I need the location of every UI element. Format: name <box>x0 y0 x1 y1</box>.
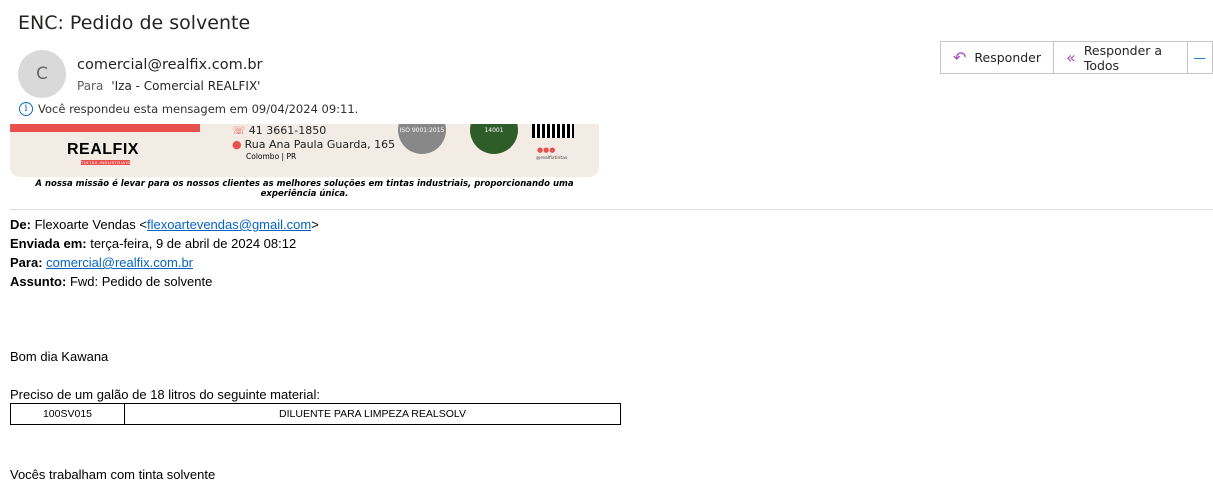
phone-icon: ☏ <box>232 124 246 137</box>
to-label: Para <box>77 79 104 93</box>
sent-value: terça-feira, 9 de abril de 2024 08:12 <box>90 236 297 251</box>
reply-icon: ↶ <box>953 48 967 67</box>
fwd-sent: Enviada em: terça-feira, 9 de abril de 2… <box>10 236 296 251</box>
realfix-logo: REALFIX TINTAS INDUSTRIAIS <box>67 141 144 165</box>
address-text: Rua Ana Paula Guarda, 165 <box>244 138 396 151</box>
social-icons: ●●● <box>537 146 556 154</box>
phone-text: 41 3661-1850 <box>248 124 327 137</box>
to-email-link[interactable]: comercial@realfix.com.br <box>46 255 193 270</box>
question-text: Vocês trabalham com tinta solvente <box>10 467 216 482</box>
recipient-line: Para 'Iza - Comercial REALFIX' <box>77 79 260 93</box>
from-email-link[interactable]: flexoartevendas@gmail.com <box>146 217 312 232</box>
subject-label: Assunto: <box>10 274 67 289</box>
iso-9001-seal: ISO 9001:2015 <box>398 124 446 154</box>
from-name: Flexoarte Vendas < <box>34 217 147 232</box>
to-label: Para: <box>10 255 43 270</box>
divider <box>10 209 1213 210</box>
avatar[interactable]: C <box>18 50 66 98</box>
sent-label: Enviada em: <box>10 236 87 251</box>
from-end: > <box>311 217 319 232</box>
from-label: De: <box>10 217 31 232</box>
fwd-from: De: Flexoarte Vendas <flexoartevendas@gm… <box>10 217 319 232</box>
subject-value: Fwd: Pedido de solvente <box>69 274 213 289</box>
material-code: 100SV015 <box>10 403 125 425</box>
forward-button[interactable]: — <box>1188 42 1213 73</box>
qr-code <box>532 124 574 138</box>
action-bar: ↶ Responder « Responder a Todos — <box>940 41 1213 74</box>
request-text: Preciso de um galão de 18 litros do segu… <box>10 387 321 402</box>
reply-all-button[interactable]: « Responder a Todos <box>1054 42 1188 73</box>
red-bar <box>10 124 200 132</box>
reply-button[interactable]: ↶ Responder <box>941 42 1055 73</box>
reply-info-text: Você respondeu esta mensagem em 09/04/20… <box>38 102 359 116</box>
logo-text: REALFIX <box>67 141 139 158</box>
reply-all-label: Responder a Todos <box>1083 42 1163 73</box>
social-handle: @realfixtintas <box>536 156 568 161</box>
sender-email[interactable]: comercial@realfix.com.br <box>77 57 263 73</box>
email-subject: ENC: Pedido de solvente <box>18 12 251 34</box>
recipient[interactable]: 'Iza - Comercial REALFIX' <box>111 79 261 93</box>
address: ●Rua Ana Paula Guarda, 165 <box>232 138 395 151</box>
phone: ☏41 3661-1850 <box>232 124 326 137</box>
greeting: Bom dia Kawana <box>10 349 109 364</box>
iso-14001-seal: 14001 <box>470 124 518 154</box>
reply-all-icon: « <box>1066 48 1076 67</box>
info-icon: i <box>19 102 33 116</box>
fwd-subject: Assunto: Fwd: Pedido de solvente <box>10 274 212 289</box>
logo-sub: TINTAS INDUSTRIAIS <box>81 160 131 165</box>
location-icon: ● <box>232 138 242 151</box>
reply-label: Responder <box>974 50 1042 65</box>
fwd-to: Para: comercial@realfix.com.br <box>10 255 193 270</box>
material-description: DILUENTE PARA LIMPEZA REALSOLV <box>124 403 621 425</box>
city: Colombo | PR <box>246 152 297 161</box>
reply-info: i Você respondeu esta mensagem em 09/04/2… <box>19 102 358 116</box>
mission-text: A nossa missão é levar para os nossos cl… <box>35 179 574 199</box>
